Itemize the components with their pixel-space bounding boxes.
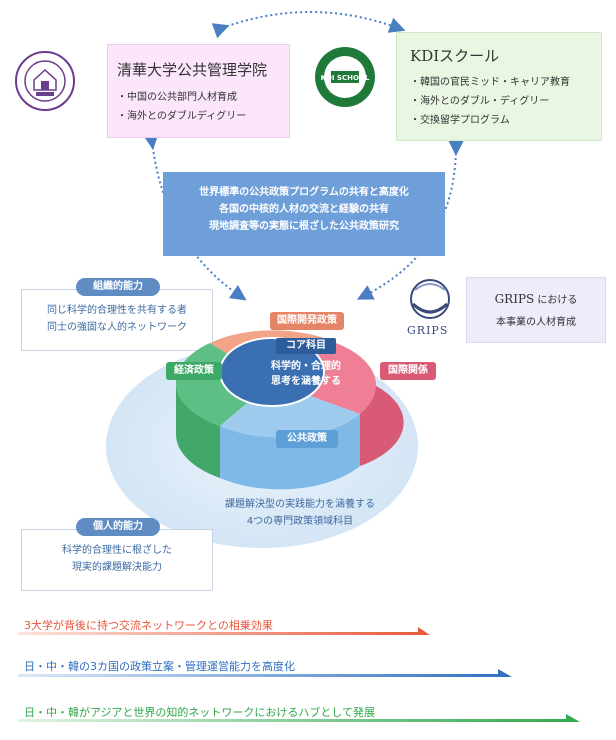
tsinghua-seal <box>14 50 76 112</box>
personal-ability-line-2: 現実的課題解決能力 <box>72 562 162 573</box>
tsinghua-bullet-1: ・中国の公共部門人材育成 <box>117 92 237 103</box>
segment-right-label: 国際関係 <box>380 362 436 380</box>
shared-line-3: 現地調査等の実態に根ざした公共政策研究 <box>209 221 399 232</box>
arrow-3 <box>18 714 580 722</box>
kdi-logo: KDI SCHOOL <box>314 46 376 108</box>
personal-ability-line-1: 科学的合理性に根ざした <box>62 545 172 556</box>
arrow-1 <box>18 627 430 635</box>
arrow-2 <box>18 669 512 677</box>
segment-left-label: 経済政策 <box>166 362 222 380</box>
grips-logo: GRIPS <box>400 276 460 342</box>
org-ability-label: 組織的能力 <box>76 278 160 296</box>
cylinder-caption-1: 課題解決型の実践能力を涵養する <box>225 499 375 510</box>
tsinghua-box: 清華大学公共管理学院 ・中国の公共部門人材育成 ・海外とのダブルディグリー <box>107 44 290 138</box>
org-ability-line-2: 同士の強固な人的ネットワーク <box>47 322 187 333</box>
shared-line-1: 世界標準の公共政策プログラムの共有と高度化 <box>199 187 409 198</box>
tsinghua-title: 清華大学公共管理学院 <box>117 61 268 79</box>
shared-line-2: 各国の中核的人材の交流と経験の共有 <box>219 204 389 215</box>
grips-box: GRIPS における 本事業の人材育成 <box>466 277 606 343</box>
personal-ability-card: 科学的合理性に根ざした 現実的課題解決能力 <box>21 529 213 591</box>
kdi-logo-text: KDI SCHOOL <box>321 74 370 82</box>
tsinghua-bullet-2: ・海外とのダブルディグリー <box>117 111 247 122</box>
core-line-1: 科学的・合理的 <box>271 361 341 372</box>
grips-name: GRIPS <box>494 292 535 306</box>
connector-right <box>356 139 465 300</box>
cylinder-caption-2: 4つの専門政策領域科目 <box>246 516 354 527</box>
kdi-box: KDIスクール ・韓国の官民ミッド・キャリア教育 ・海外とのダブル・ディグリー … <box>396 32 602 141</box>
connector-left <box>143 133 247 301</box>
grips-niokeru: における <box>537 295 578 306</box>
kdi-title: KDIスクール <box>410 47 500 65</box>
shared-goals-box: 世界標準の公共政策プログラムの共有と高度化 各国の中核的人材の交流と経験の共有 … <box>163 172 445 256</box>
personal-ability-label: 個人的能力 <box>76 518 160 536</box>
arrow-1-text: 3大学が背後に持つ交流ネットワークとの相乗効果 <box>24 619 273 632</box>
core-line-2: 思考を涵養する <box>271 376 341 387</box>
segment-top-label: 国際開発政策 <box>270 312 344 330</box>
grips-line-2: 本事業の人材育成 <box>496 317 576 328</box>
kdi-bullet-3: ・交換留学プログラム <box>410 115 510 126</box>
kdi-bullet-1: ・韓国の官民ミッド・キャリア教育 <box>410 77 570 88</box>
core-label: コア科目 <box>276 338 336 354</box>
org-ability-line-1: 同じ科学的合理性を共有する者 <box>47 305 187 316</box>
segment-bottom-label: 公共政策 <box>276 430 338 448</box>
connector-top <box>211 11 406 39</box>
cylinder-diagram <box>106 330 418 548</box>
arrow-3-text: 日・中・韓がアジアと世界の知的ネットワークにおけるハブとして発展 <box>24 706 376 719</box>
kdi-bullet-2: ・海外とのダブル・ディグリー <box>410 96 550 107</box>
arrow-2-text: 日・中・韓の3カ国の政策立案・管理運営能力を高度化 <box>24 660 295 673</box>
grips-logo-text: GRIPS <box>407 324 449 337</box>
